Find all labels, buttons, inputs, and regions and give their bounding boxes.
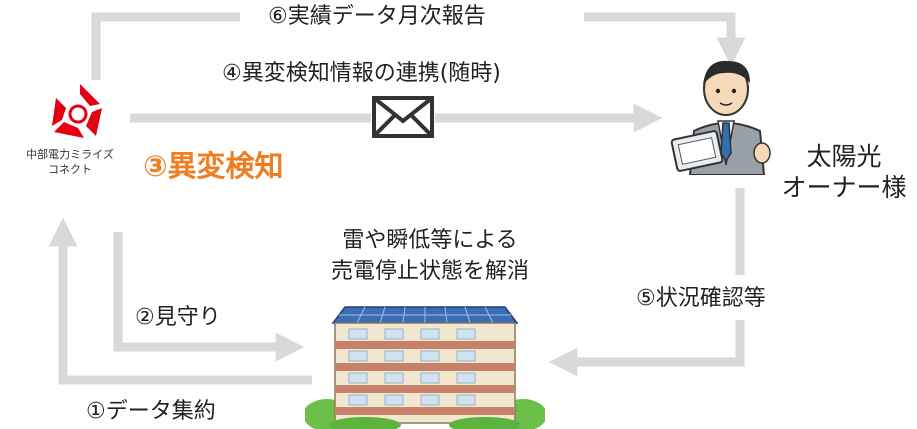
- arrow-step6: [91, 12, 240, 80]
- arrow-step6-b: [584, 12, 746, 67]
- company-name-line1: 中部電力ミライズ: [26, 148, 114, 161]
- step1-label: ①データ集約: [86, 399, 216, 424]
- result-note: 雷や瞬低等による 売電停止状態を解消: [300, 226, 560, 288]
- company-name: 中部電力ミライズ コネクト: [10, 147, 130, 178]
- arrow-step2: [113, 232, 305, 362]
- result-note-line1: 雷や瞬低等による: [342, 228, 518, 253]
- step6-label: ⑥実績データ月次報告: [268, 4, 486, 29]
- envelope-icon: [371, 95, 435, 139]
- building-icon: [305, 293, 545, 429]
- step4-label: ④異変検知情報の連携(随時): [222, 61, 501, 86]
- step2-label: ②見守り: [135, 305, 221, 330]
- owner-label: 太陽光 オーナー様: [774, 141, 914, 204]
- step5-label: ⑤状況確認等: [636, 286, 766, 311]
- owner-line2: オーナー様: [781, 173, 907, 203]
- arrow-step1: [48, 217, 312, 385]
- step3-label: ③異変検知: [143, 149, 284, 183]
- result-note-line2: 売電停止状態を解消: [330, 258, 529, 284]
- arrow-step5-b: [548, 320, 745, 377]
- business-person-icon: [668, 55, 786, 175]
- logo-icon: [46, 82, 118, 142]
- owner-line1: 太陽光: [806, 142, 882, 171]
- company-name-line2: コネクト: [48, 163, 92, 177]
